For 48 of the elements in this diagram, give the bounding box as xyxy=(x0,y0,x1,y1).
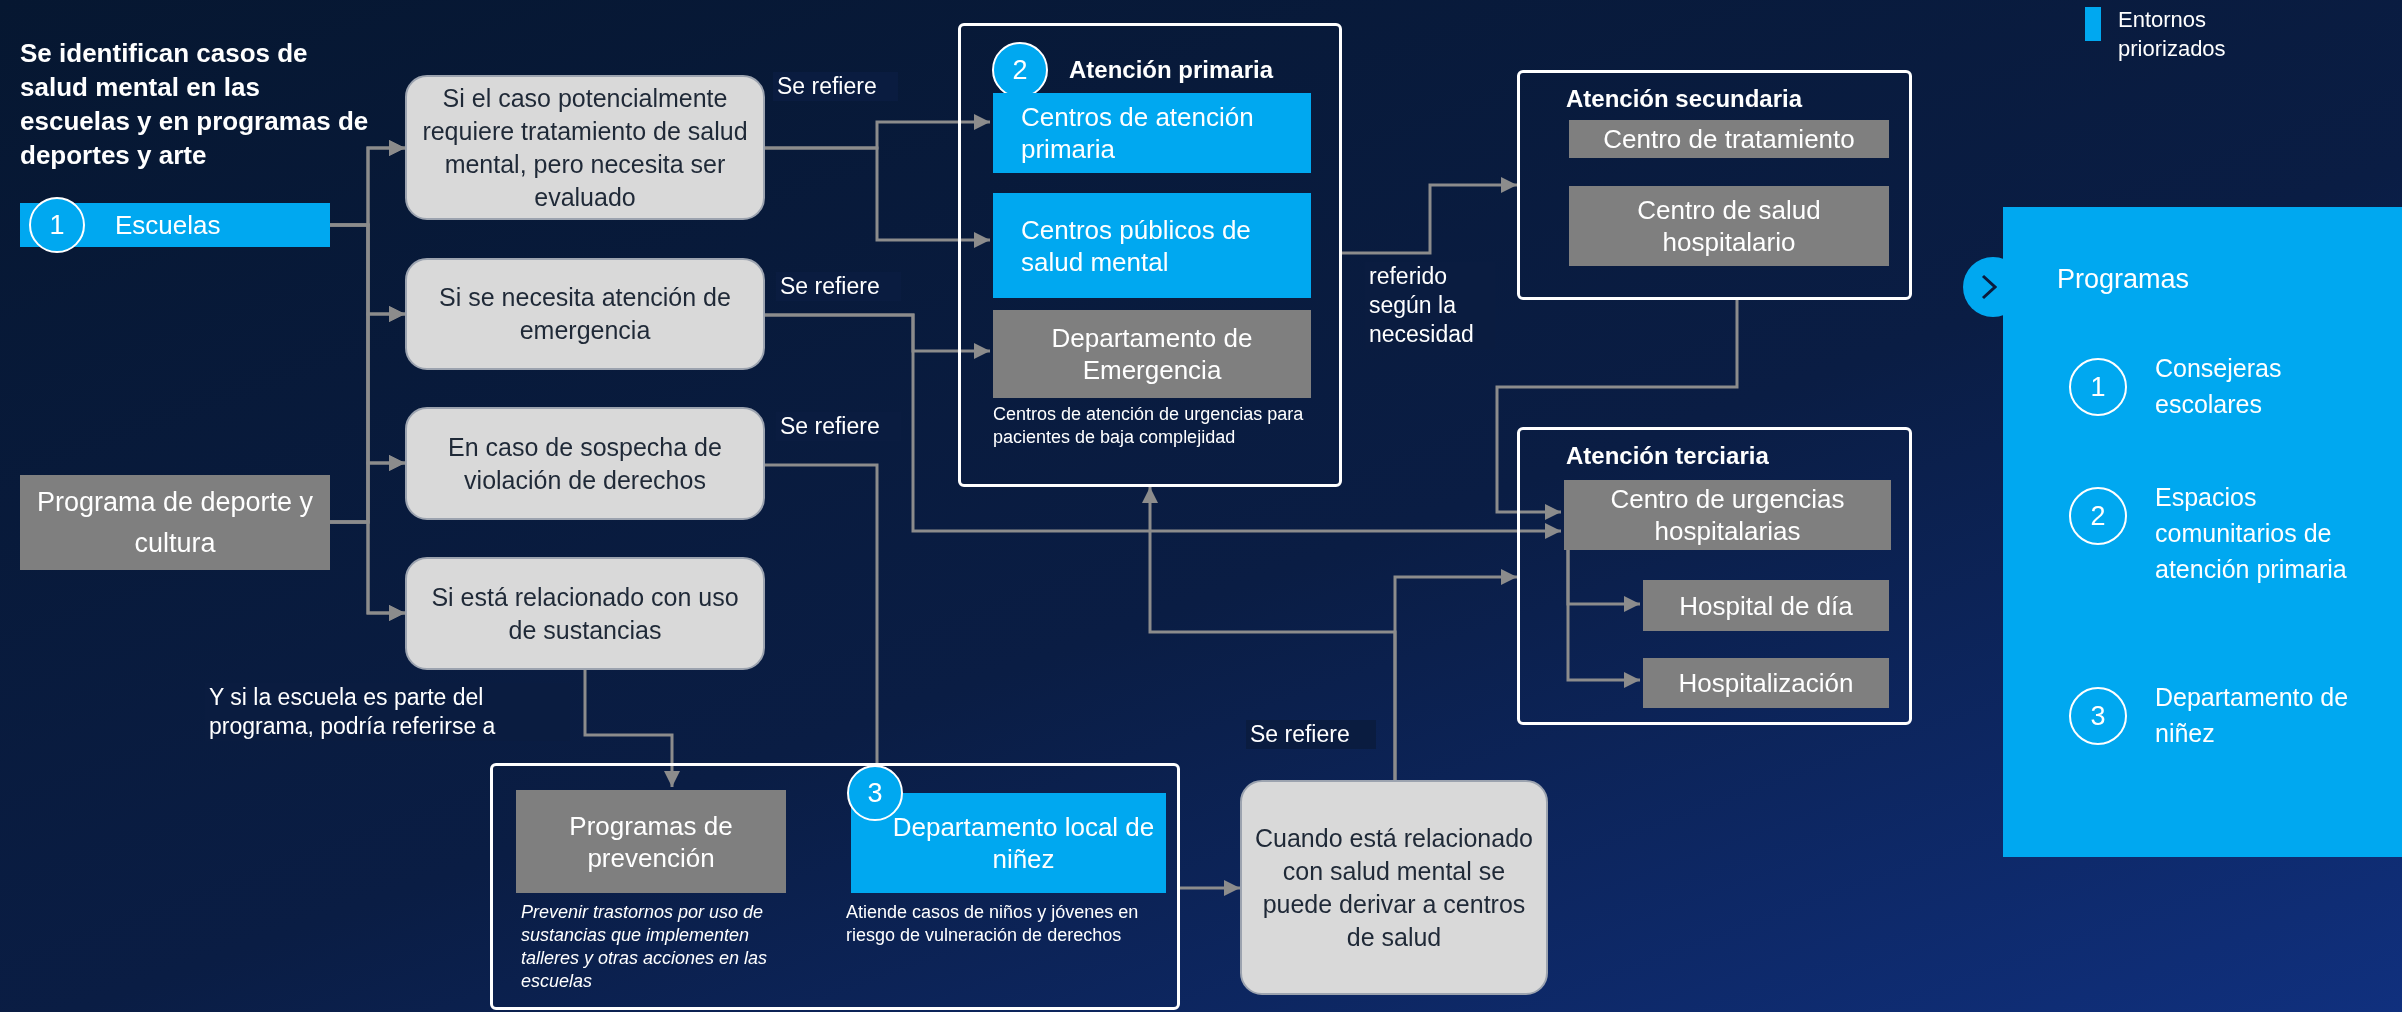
legend-label: Entornos priorizados xyxy=(2118,6,2227,63)
service-box: Hospitalización xyxy=(1643,658,1889,708)
box-label: Escuelas xyxy=(115,209,221,241)
program-item-text: Departamento de niñez xyxy=(2155,682,2350,749)
box-note: Centros de atención de urgencias para pacientes de baja complejidad xyxy=(993,403,1305,449)
connector-arrow xyxy=(583,670,680,787)
group-frame xyxy=(490,763,1180,1010)
panel-heading: Programas xyxy=(2057,263,2190,296)
connector-arrow xyxy=(1142,487,1397,780)
condition-box: En caso de sospecha de violación de derechos xyxy=(405,407,765,520)
condition-box: Si el caso potencialmente requiere tratamiento de salud mental, pero necesita ser evaluado xyxy=(405,75,765,220)
service-box: Centros públicos de salud mental xyxy=(993,193,1311,298)
box-note: Atiende casos de niños y jóvenes en riesgo de vulneración de derechos xyxy=(846,901,1140,947)
connector-arrow xyxy=(765,146,990,248)
program-item-text: Consejeras escolares xyxy=(2155,353,2283,420)
edge-label: Se refiere xyxy=(776,272,901,301)
service-box: Programa de deporte y cultura xyxy=(20,475,330,570)
program-item-text: Espacios comunitarios de atención primaria xyxy=(2155,482,2348,585)
programs-panel xyxy=(2003,207,2402,857)
group-heading: Atención terciaria xyxy=(1566,441,1769,471)
condition-box: Si se necesita atención de emergencia xyxy=(405,258,765,370)
service-box: Centro de salud hospitalario xyxy=(1569,186,1889,266)
service-box: Centro de tratamiento xyxy=(1569,120,1889,158)
condition-box: Cuando está relacionado con salud mental se puede derivar a centros de salud xyxy=(1240,780,1548,995)
service-box: Centro de urgencias hospitalarias xyxy=(1564,480,1891,550)
group-heading: Atención secundaria xyxy=(1566,84,1803,114)
edge-label: Se refiere xyxy=(1246,720,1376,749)
connector-arrow xyxy=(1180,880,1240,896)
number-badge: 1 xyxy=(2069,358,2127,416)
group-frame xyxy=(1517,427,1912,725)
edge-label: Se refiere xyxy=(773,72,898,101)
group-heading: Atención primaria xyxy=(1069,55,1274,85)
group-frame xyxy=(1517,70,1912,300)
connector-arrow xyxy=(765,313,1561,539)
number-badge: 3 xyxy=(2069,687,2127,745)
condition-box: Si está relacionado con uso de sustancias xyxy=(405,557,765,670)
number-badge: 1 xyxy=(29,197,85,253)
service-box: Hospital de día xyxy=(1643,580,1889,631)
diagram-title: Se identifican casos de salud mental en las escuelas y en programas de deportes y arte xyxy=(20,37,370,172)
connector-arrow xyxy=(1495,300,1739,520)
box-note: Prevenir trastornos por uso de sustancias que implementen talleres y otras acciones en las escuelas xyxy=(521,901,769,993)
service-box: Departamento de Emergencia xyxy=(993,310,1311,398)
service-box: Centros de atención primaria xyxy=(993,93,1311,173)
group-frame xyxy=(958,23,1342,487)
service-box: Programas de prevención xyxy=(516,790,786,893)
connector-arrow xyxy=(1342,177,1517,255)
connector-arrow xyxy=(330,520,405,621)
number-badge: 2 xyxy=(2069,487,2127,545)
